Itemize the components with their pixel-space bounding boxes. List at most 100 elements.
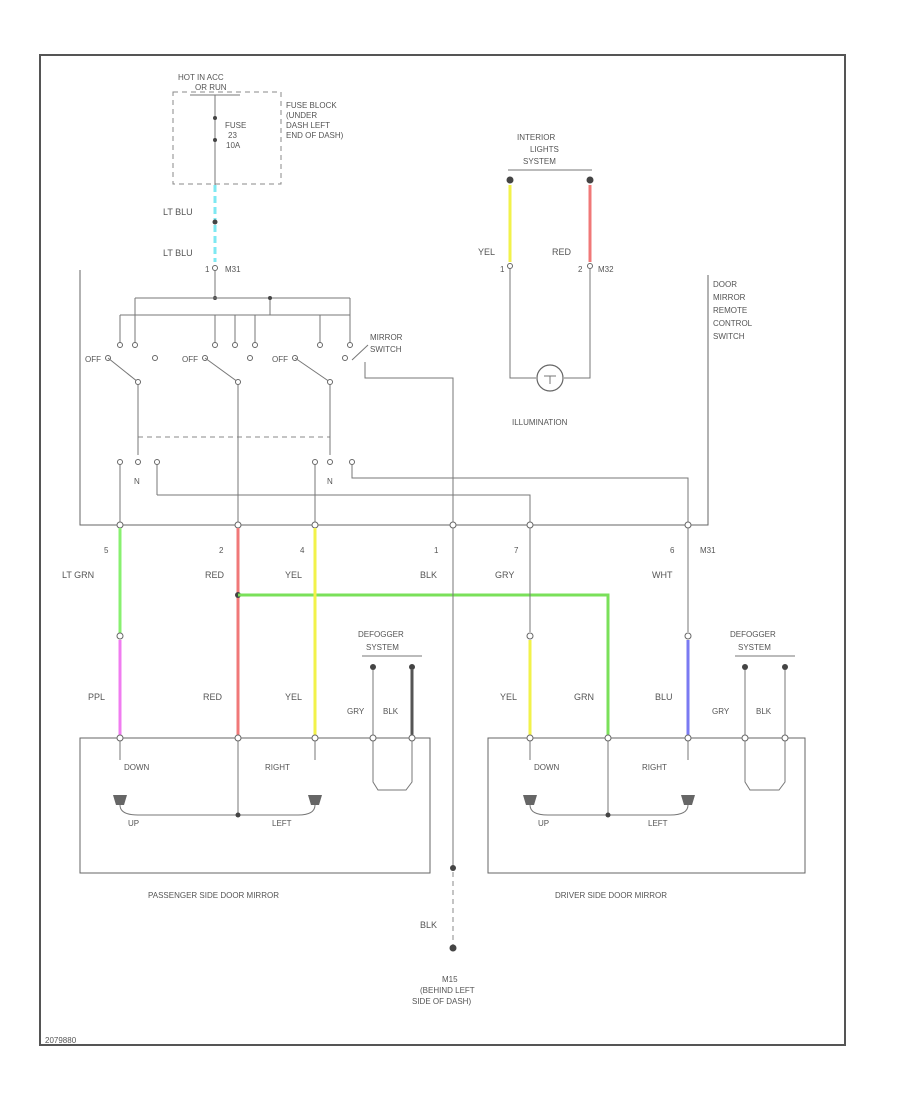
pass-term-3 <box>311 734 319 742</box>
wire-label-wht: WHT <box>652 570 673 580</box>
mirror-switch-pointer <box>351 344 369 361</box>
blk-internal-wire <box>364 362 454 522</box>
fuse-block-label-4: END OF DASH) <box>286 131 344 140</box>
blade-pivot-2 <box>235 379 241 385</box>
ltgrn-connector <box>116 632 124 640</box>
diagram-border <box>39 54 846 1046</box>
defogger-left-label-2: SYSTEM <box>366 643 399 652</box>
drv-down: DOWN <box>534 763 560 772</box>
drv-left: LEFT <box>648 819 668 828</box>
defog-left-gry: GRY <box>347 707 365 716</box>
drv-term-1 <box>526 734 534 742</box>
fuse-block-outline <box>172 91 282 185</box>
fuse-block-label-3: DASH LEFT <box>286 121 330 130</box>
fuse-rating: 10A <box>226 141 241 150</box>
n-label-1: N <box>134 477 140 486</box>
mirror-switch-label-2: SWITCH <box>370 345 402 354</box>
fuse-block-label: FUSE BLOCK <box>286 101 337 110</box>
drv-wire-blu: BLU <box>655 692 673 702</box>
illum-term-1 <box>507 263 513 269</box>
drv-term-4 <box>741 734 749 742</box>
bottom-pin-2: 2 <box>219 546 224 555</box>
ground-label-3: SIDE OF DASH) <box>412 997 471 1006</box>
switch-top-connector: M31 <box>225 265 241 274</box>
ground-splice <box>450 865 456 871</box>
pass-motor-common-dot <box>235 812 241 818</box>
drv-term-5 <box>781 734 789 742</box>
pass-down: DOWN <box>124 763 150 772</box>
defog-right-gry: GRY <box>712 707 730 716</box>
drv-motor-right-icon <box>669 795 695 816</box>
pass-motor-right-icon <box>297 795 322 816</box>
bottom-terminal-6 <box>684 521 692 529</box>
defogger-right-label: DEFOGGER <box>730 630 776 639</box>
defogger-left-term-blk <box>409 664 415 670</box>
bottom-pin-7: 7 <box>514 546 519 555</box>
illum-connector: M32 <box>598 265 614 274</box>
remote-switch-label-5: SWITCH <box>713 332 745 341</box>
bus-term-2 <box>132 342 138 348</box>
drv-term-3 <box>684 734 692 742</box>
blade-contact-6 <box>342 355 348 361</box>
off-label-1: OFF <box>85 355 101 364</box>
wire-grn-crossover <box>238 593 610 735</box>
defogger-right-term-blk <box>782 664 788 670</box>
drv-right: RIGHT <box>642 763 667 772</box>
illum-circuit <box>509 269 536 379</box>
drv-mirror-label: DRIVER SIDE DOOR MIRROR <box>555 891 667 900</box>
ground-label: M15 <box>442 975 458 984</box>
pass-wire-yel: YEL <box>285 692 302 702</box>
remote-switch-label-2: MIRROR <box>713 293 746 302</box>
driver-mirror-outline <box>487 737 806 874</box>
blade-pivot-3 <box>327 379 333 385</box>
n-wire-3 <box>157 494 531 522</box>
defogger-right-term-gry <box>742 664 748 670</box>
off-label-2: OFF <box>182 355 198 364</box>
pass-term-5 <box>408 734 416 742</box>
drv-wire-grn: GRN <box>574 692 594 702</box>
defogger-left-label: DEFOGGER <box>358 630 404 639</box>
n-contact-1 <box>117 459 123 465</box>
n-wire-5 <box>351 465 689 522</box>
interior-term-red <box>586 176 594 184</box>
bottom-pin-1: 1 <box>434 546 439 555</box>
defog-right-blk: BLK <box>756 707 772 716</box>
pass-mirror-label: PASSENGER SIDE DOOR MIRROR <box>148 891 279 900</box>
pass-term-1 <box>116 734 124 742</box>
wire-label-ltblu-2: LT BLU <box>163 248 193 258</box>
bottom-terminal-1 <box>449 521 457 529</box>
remote-switch-label-3: REMOTE <box>713 306 747 315</box>
bus-term-3 <box>212 342 218 348</box>
n-contact-2 <box>135 459 141 465</box>
bottom-pin-5: 5 <box>104 546 109 555</box>
n-label-2: N <box>327 477 333 486</box>
n-contact-4 <box>312 459 318 465</box>
bottom-terminal-5 <box>116 521 124 529</box>
fuse-label: FUSE <box>225 121 246 130</box>
splice-ltblu <box>212 219 218 225</box>
drv-motor-common-dot <box>605 812 611 818</box>
n-contact-3 <box>154 459 160 465</box>
drv-up: UP <box>538 819 549 828</box>
fuse-terminal-bottom <box>213 138 217 142</box>
interior-lights-label: INTERIOR <box>517 133 555 142</box>
illumination-filament-icon <box>544 375 556 384</box>
illum-wire-yel: YEL <box>478 247 495 257</box>
pass-right: RIGHT <box>265 763 290 772</box>
blade-contact-4 <box>247 355 253 361</box>
illum-circuit-2 <box>564 269 591 379</box>
drv-wire-yel: YEL <box>500 692 517 702</box>
blade-pivot-1 <box>135 379 141 385</box>
fuse-number: 23 <box>228 131 237 140</box>
defogger-left-term-gry <box>370 664 376 670</box>
interior-lights-label-2: LIGHTS <box>530 145 559 154</box>
off-label-3: OFF <box>272 355 288 364</box>
wire-label-ltblu-1: LT BLU <box>163 207 193 217</box>
defog-left-blk: BLK <box>383 707 399 716</box>
bottom-connector: M31 <box>700 546 716 555</box>
switch-top-terminal <box>212 265 218 271</box>
switch-blade-3 <box>294 357 331 383</box>
wire-label-ltgrn: LT GRN <box>62 570 94 580</box>
illum-wire-red: RED <box>552 247 572 257</box>
